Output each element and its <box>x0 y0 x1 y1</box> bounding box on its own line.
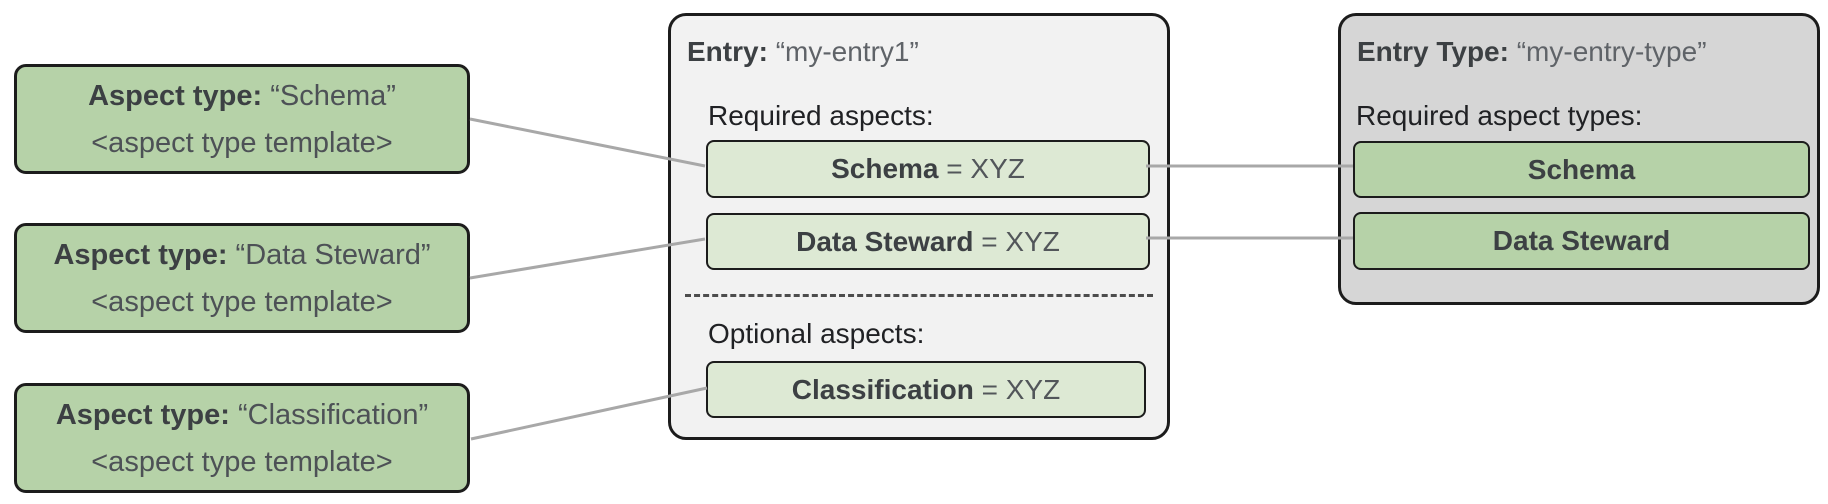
aspect-type-value: “Data Steward” <box>235 238 431 271</box>
aspect-type-template: <aspect type template> <box>91 285 393 318</box>
aspect-type-box-schema: Aspect type: “Schema” <aspect type templ… <box>14 64 470 174</box>
aspect-name: Data Steward <box>796 225 974 257</box>
aspect-name: Classification <box>791 373 974 405</box>
optional-aspects-heading: Optional aspects: <box>708 318 925 349</box>
aspect-type-box-classification: Aspect type: “Classification” <aspect ty… <box>14 383 470 493</box>
entry-aspect-data-steward: Data Steward = XYZ <box>706 213 1150 270</box>
aspect-name: Schema <box>831 153 939 184</box>
aspect-value: = XYZ <box>973 373 1061 405</box>
aspect-type-title: Aspect type: “Data Steward” <box>53 238 430 272</box>
entry-type-container: Entry Type: “my-entry-type” Required asp… <box>1338 13 1820 305</box>
entry-container: Entry: “my-entry1” Required aspects: Sch… <box>668 13 1170 440</box>
aspect-type-label: Aspect type: <box>55 398 230 431</box>
entry-type-value: “my-entry-type” <box>1516 36 1707 67</box>
entry-type-aspect-schema: Schema <box>1353 141 1810 198</box>
entry-type-title: Entry Type: “my-entry-type” <box>1357 35 1707 69</box>
required-aspects-heading: Required aspects: <box>708 100 934 131</box>
required-aspect-types-heading: Required aspect types: <box>1356 100 1643 131</box>
aspect-type-label: Aspect type: <box>53 238 228 271</box>
aspect-type-title: Aspect type: “Schema” <box>88 79 396 113</box>
aspect-value: = XYZ <box>938 153 1025 184</box>
aspect-type-value: “Schema” <box>270 79 396 112</box>
entry-label: Entry: <box>687 36 768 67</box>
entry-title: Entry: “my-entry1” <box>687 35 919 69</box>
entry-value: “my-entry1” <box>775 36 919 67</box>
required-optional-divider <box>685 294 1153 297</box>
aspect-value: = XYZ <box>973 225 1060 257</box>
aspect-type-box-data-steward: Aspect type: “Data Steward” <aspect type… <box>14 223 470 333</box>
aspect-type-template: <aspect type template> <box>91 126 393 159</box>
entry-type-label: Entry Type: <box>1357 36 1509 67</box>
entry-type-aspect-data-steward: Data Steward <box>1353 212 1810 270</box>
entry-aspect-schema: Schema = XYZ <box>706 140 1150 198</box>
aspect-type-title: Aspect type: “Classification” <box>56 398 428 432</box>
entry-aspect-classification: Classification = XYZ <box>706 361 1146 418</box>
aspect-type-label: Aspect type: <box>88 79 263 112</box>
aspect-type-template: <aspect type template> <box>91 445 393 478</box>
aspect-type-value: “Classification” <box>237 398 429 431</box>
